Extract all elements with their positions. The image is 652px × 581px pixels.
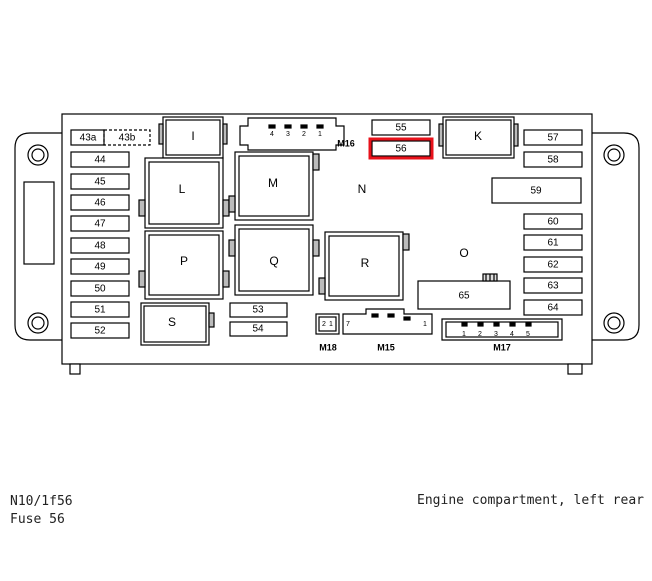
m17-pin-2: 2	[478, 331, 482, 338]
relay-label-n: N	[358, 182, 367, 196]
m17-pin-4: 4	[510, 331, 514, 338]
connector-m18	[315, 313, 340, 335]
location-caption: Engine compartment, left rear	[417, 493, 644, 508]
fuse-51	[70, 301, 130, 318]
fuse-label-51: 51	[94, 305, 106, 316]
relay-k	[438, 116, 519, 159]
m15-pin-1: 1	[423, 321, 427, 328]
fuse-63	[523, 277, 583, 294]
fuse-50	[70, 280, 130, 297]
fuse-64	[523, 299, 583, 316]
fuse-45	[70, 173, 130, 190]
fuse-54	[229, 321, 288, 337]
m18-pin-2: 2	[322, 321, 326, 328]
m16-pin-4: 4	[270, 131, 274, 138]
fuse-48	[70, 237, 130, 254]
fuse-60	[523, 213, 583, 230]
fuse-43a	[70, 129, 105, 146]
fuse-44	[70, 151, 130, 168]
fuse-label-54: 54	[252, 324, 264, 335]
connector-m17	[441, 318, 563, 341]
relay-q	[228, 224, 320, 296]
fuse-label-44: 44	[94, 155, 106, 166]
fuse-65	[417, 280, 511, 310]
fuse-label-43a: 43a	[80, 133, 97, 144]
fuse-label-46: 46	[94, 198, 106, 209]
fuse-58	[523, 151, 583, 168]
fuse-53	[229, 302, 288, 318]
fuse-label-58: 58	[547, 155, 559, 166]
fuse-label-64: 64	[547, 303, 559, 314]
fuse-label-59: 59	[530, 186, 542, 197]
mount-hole-top-left	[27, 144, 49, 166]
m16-pin-1: 1	[318, 131, 322, 138]
connector-label-m17: M17	[493, 342, 511, 352]
mounting-tab-left	[14, 132, 62, 341]
relay-label-p: P	[180, 254, 188, 268]
fuse-label-62: 62	[547, 260, 559, 271]
side-slot	[23, 181, 55, 265]
fuse-43b	[103, 129, 151, 146]
fuse-label-49: 49	[94, 262, 106, 273]
relay-l	[138, 157, 230, 229]
fuse-52	[70, 322, 130, 339]
m17-pin-3: 3	[494, 331, 498, 338]
connector-label-m16: M16	[337, 138, 355, 148]
component-caption: N10/1f56 Fuse 56	[10, 493, 73, 529]
relay-label-i: I	[191, 129, 194, 143]
fuse-name: Fuse 56	[10, 512, 65, 527]
fuse-62	[523, 256, 583, 273]
relay-r	[318, 231, 410, 301]
mounting-tab-right	[592, 132, 640, 341]
fuse-label-60: 60	[547, 217, 559, 228]
m15-pin-7: 7	[346, 321, 350, 328]
relay-label-m: M	[268, 176, 278, 190]
connector-label-m15: M15	[377, 342, 395, 352]
relay-p	[138, 230, 230, 300]
connector-m15	[342, 308, 433, 335]
fuse-label-50: 50	[94, 284, 106, 295]
fuse-label-61: 61	[547, 238, 559, 249]
m18-pin-1: 1	[329, 321, 333, 328]
relay-label-q: Q	[269, 254, 278, 268]
relay-label-k: K	[474, 129, 482, 143]
fuse-label-56: 56	[395, 144, 407, 155]
fuse-47	[70, 215, 130, 232]
fuse-label-47: 47	[94, 219, 106, 230]
m16-pin-2: 2	[302, 131, 306, 138]
connector-label-m18: M18	[319, 342, 337, 352]
mount-hole-bottom-right	[603, 312, 625, 334]
relay-label-r: R	[361, 256, 370, 270]
highlight-fuse-56	[368, 137, 434, 160]
fuse-label-57: 57	[547, 133, 559, 144]
fuse-55	[371, 119, 431, 136]
relay-label-s: S	[168, 315, 176, 329]
fuse-59	[491, 177, 582, 204]
m16-pin-3: 3	[286, 131, 290, 138]
fuse-label-55: 55	[395, 123, 407, 134]
connector-m16	[239, 117, 345, 151]
fuse-46	[70, 194, 130, 211]
m17-pin-1: 1	[462, 331, 466, 338]
fuse-label-65: 65	[458, 291, 470, 302]
relay-label-l: L	[179, 182, 186, 196]
fuse-label-53: 53	[252, 305, 264, 316]
mount-hole-bottom-left	[27, 312, 49, 334]
fuse-label-52: 52	[94, 326, 106, 337]
fuse-label-48: 48	[94, 241, 106, 252]
fuse-label-43b: 43b	[119, 133, 136, 144]
relay-label-o: O	[459, 246, 468, 260]
relay-m	[228, 151, 320, 221]
fuse-56	[371, 140, 431, 157]
fuse-label-45: 45	[94, 177, 106, 188]
mount-hole-top-right	[603, 144, 625, 166]
fuse-57	[523, 129, 583, 146]
relay-s	[140, 302, 215, 346]
fuse-label-63: 63	[547, 281, 559, 292]
component-code: N10/1f56	[10, 494, 73, 509]
m17-pin-5: 5	[526, 331, 530, 338]
fuse-61	[523, 234, 583, 251]
fuse-49	[70, 258, 130, 275]
